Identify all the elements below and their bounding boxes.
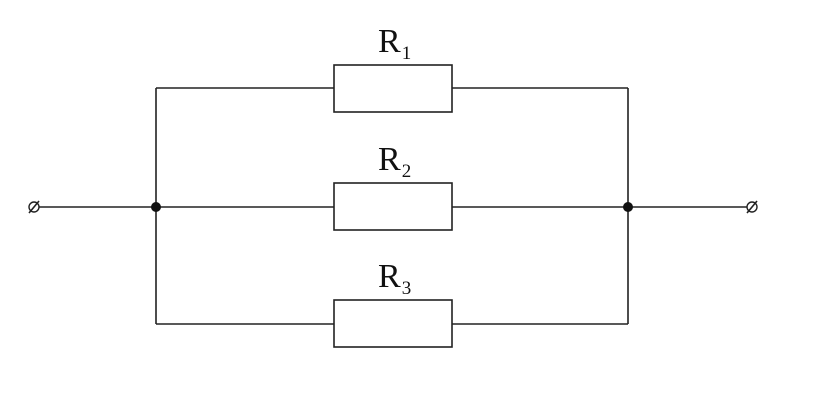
label-r1: R1	[378, 23, 411, 64]
label-r1-symbol: R	[378, 23, 401, 60]
label-r1-subscript: 1	[402, 43, 412, 64]
label-r3-subscript: 3	[402, 278, 412, 299]
resistor-r3	[333, 299, 453, 348]
resistor-r1	[333, 64, 453, 113]
label-r3-symbol: R	[378, 258, 401, 295]
label-r2-symbol: R	[378, 141, 401, 178]
junction-node-right	[623, 202, 633, 212]
terminal-open-circle-icon	[28, 200, 40, 214]
resistor-r2	[333, 182, 453, 231]
junction-node-left	[151, 202, 161, 212]
label-r2-subscript: 2	[402, 161, 412, 182]
terminal-open-circle-icon	[746, 200, 758, 214]
label-r2: R2	[378, 141, 411, 182]
label-r3: R3	[378, 258, 411, 299]
